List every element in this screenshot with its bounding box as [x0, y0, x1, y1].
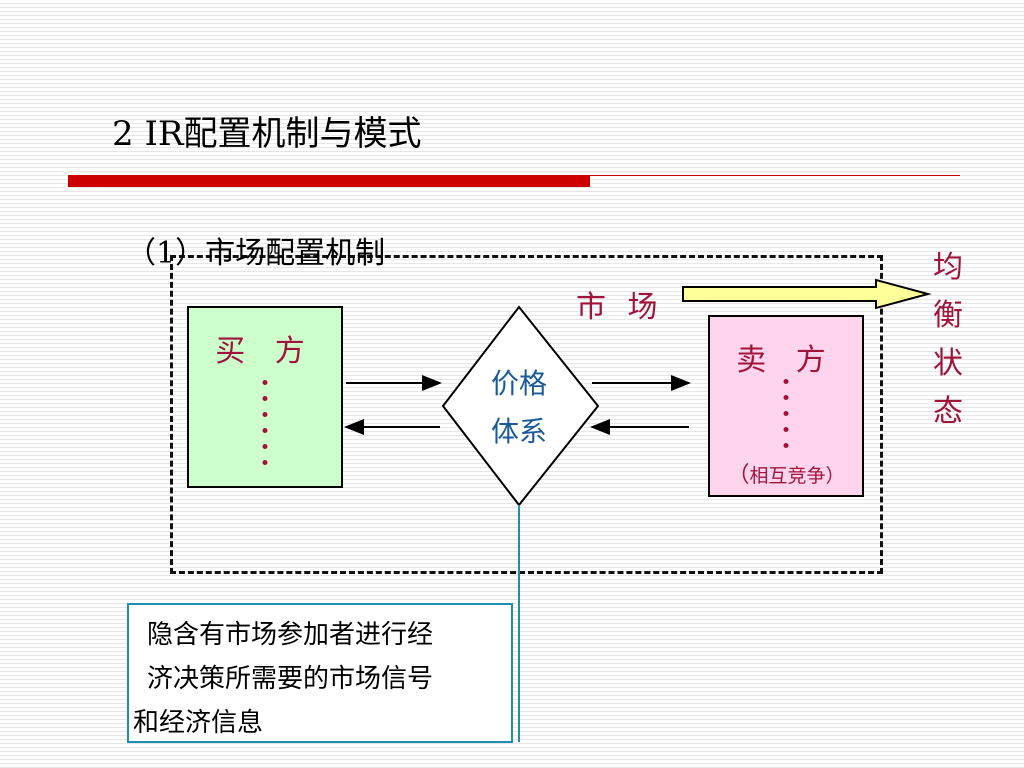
title-underline-rule: [590, 175, 960, 176]
market-label: 市 场: [576, 290, 664, 325]
market-boundary: [170, 255, 883, 574]
note-line-3: 和经济信息: [133, 708, 264, 738]
seller-box: 卖 方 （相互竞争）: [708, 315, 864, 497]
buyer-ellipsis: [262, 380, 268, 465]
market-to-equilibrium-arrow: [682, 278, 932, 310]
seller-ellipsis: [783, 379, 789, 448]
slide-title: 2 IR配置机制与模式: [112, 114, 422, 154]
price-system-line1: 价格: [491, 367, 547, 400]
title-underline-bar: [68, 175, 590, 187]
equilibrium-state-label: 均 衡 状 态: [933, 250, 963, 429]
buyer-box: 买 方: [187, 306, 343, 488]
price-system-diamond: [441, 305, 600, 507]
buyer-label: 买 方: [215, 334, 315, 369]
note-line-1: 隐含有市场参加者进行经: [147, 620, 434, 650]
section-subtitle: （1）市场配置机制: [126, 236, 386, 271]
seller-competition-note: （相互竞争）: [727, 463, 845, 488]
seller-label: 卖 方: [736, 343, 836, 378]
market-signal-note: 隐含有市场参加者进行经 济决策所需要的市场信号 和经济信息: [127, 603, 513, 743]
price-system-line2: 体系: [491, 415, 547, 448]
note-line-2: 济决策所需要的市场信号: [147, 664, 434, 694]
